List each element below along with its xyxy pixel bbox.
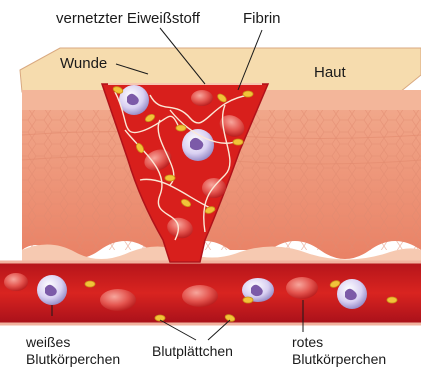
platelet [233,139,243,145]
label-red-line2: Blutkörperchen [292,351,386,368]
label-white-line2: Blutkörperchen [26,351,120,368]
white-blood-cell [337,279,367,309]
platelet [387,297,397,303]
platelet [85,281,95,287]
white-blood-cell [37,275,67,305]
white-blood-cell [119,85,149,115]
platelet [243,297,253,303]
label-red-blood-cells: rotes Blutkörperchen [292,334,386,368]
label-white-blood-cells: weißes Blutkörperchen [26,334,120,368]
red-blood-cell [4,273,28,291]
red-blood-cell [100,289,136,311]
label-red-line1: rotes [292,334,386,351]
platelet [165,175,175,181]
platelet [176,125,186,131]
label-platelets: Blutplättchen [152,343,233,360]
label-wound: Wunde [60,55,107,72]
label-white-line1: weißes [26,334,120,351]
label-crosslinked-protein: vernetzter Eiweißstoff [56,10,200,27]
platelet [243,91,253,97]
red-blood-cell [191,90,213,106]
label-fibrin: Fibrin [243,10,281,27]
label-skin: Haut [314,64,346,81]
red-blood-cell [286,277,318,299]
red-blood-cell [182,285,218,307]
